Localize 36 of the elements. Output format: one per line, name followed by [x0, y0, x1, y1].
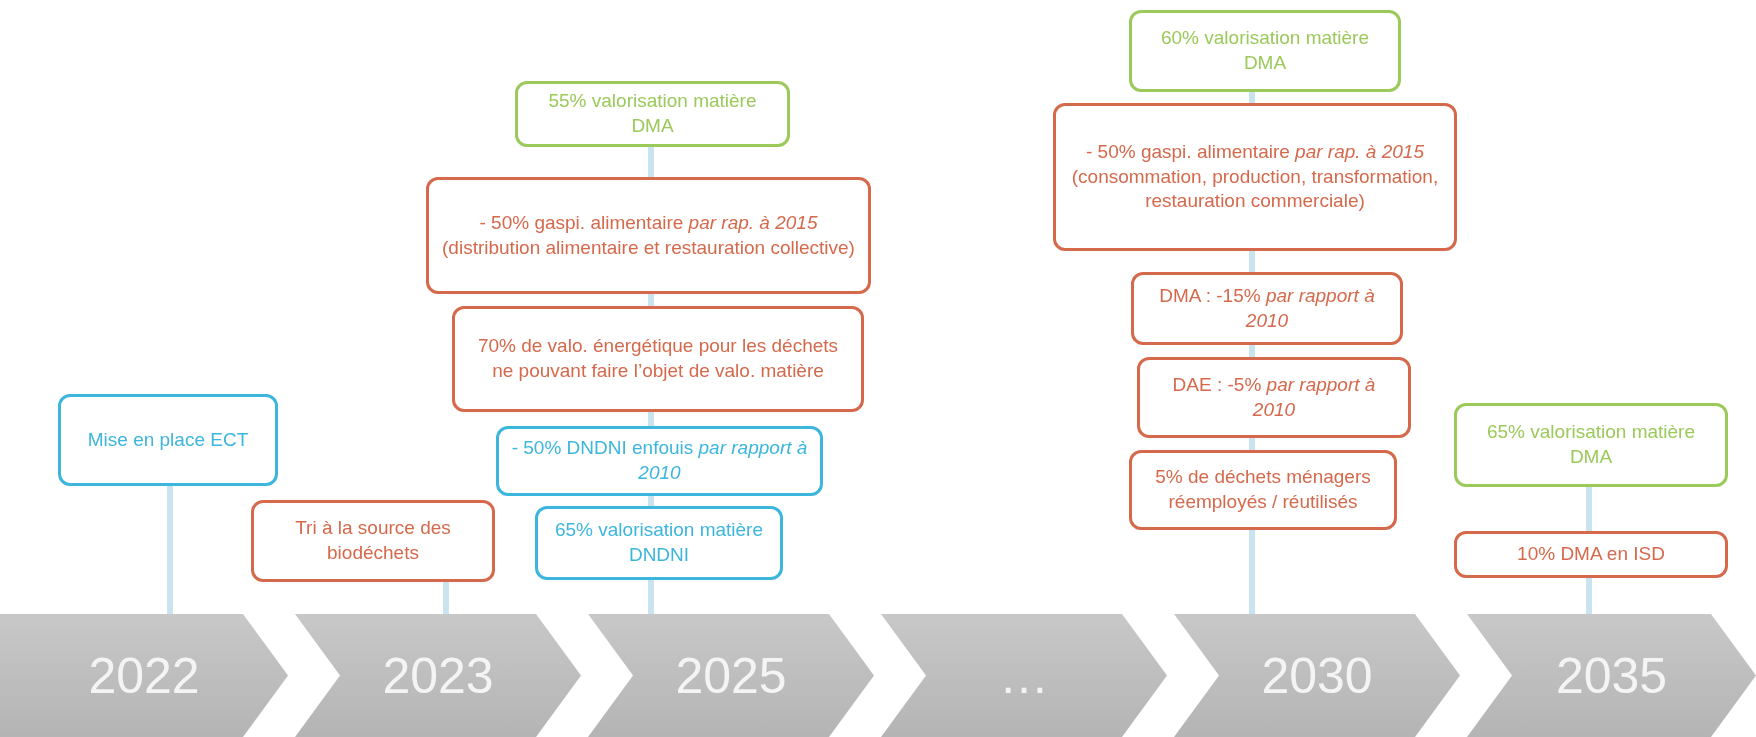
connector-line	[1249, 251, 1255, 272]
milestone-box: 10% DMA en ISD	[1454, 531, 1728, 578]
connector-line	[167, 486, 173, 614]
connector-line	[1249, 530, 1255, 614]
milestone-box: - 50% gaspi. alimentaire par rap. à 2015 (distribution alimentaire et restauration collective)	[426, 177, 871, 294]
year-label: 2022	[88, 646, 200, 705]
timeline-band	[1467, 614, 1756, 737]
milestone-box: Tri à la source des biodéchets	[251, 500, 495, 582]
milestone-box: 55% valorisation matière DMA	[515, 81, 790, 147]
milestone-box: 60% valorisation matière DMA	[1129, 10, 1401, 92]
connector-line	[648, 294, 654, 306]
year-label: 2030	[1261, 646, 1373, 705]
milestone-box: 65% valorisation matière DMA	[1454, 403, 1728, 487]
year-label: 2035	[1555, 646, 1668, 705]
milestone-box: 5% de déchets ménagers réemployés / réutilisés	[1129, 450, 1397, 530]
milestone-box: 65% valorisation matière DNDNI	[535, 506, 783, 580]
milestone-box: 70% de valo. énergétique pour les déchets ne pouvant faire l’objet de valo. matière	[452, 306, 864, 412]
connector-line	[648, 412, 654, 426]
year-label: …	[999, 646, 1049, 705]
year-label: 2025	[675, 646, 787, 705]
timeline-band	[0, 614, 288, 737]
connector-line	[1586, 578, 1592, 614]
milestone-box: DAE : -5% par rapport à 2010	[1137, 357, 1411, 438]
milestone-box: - 50% gaspi. alimentaire par rap. à 2015 (consommation, production, transformation, restauration commerciale)	[1053, 103, 1457, 251]
milestone-box: DMA : -15% par rapport à 2010	[1131, 272, 1403, 345]
year-label: 2023	[382, 646, 494, 705]
connector-line	[648, 496, 654, 506]
connector-line	[648, 580, 654, 614]
connector-line	[1249, 345, 1255, 357]
connector-line	[648, 147, 654, 177]
connector-line	[1249, 438, 1255, 450]
connector-line	[1586, 487, 1592, 531]
connector-line	[1249, 92, 1255, 103]
milestone-box: - 50% DNDNI enfouis par rapport à 2010	[496, 426, 823, 496]
connector-line	[443, 582, 449, 614]
milestone-box: Mise en place ECT	[58, 394, 278, 486]
